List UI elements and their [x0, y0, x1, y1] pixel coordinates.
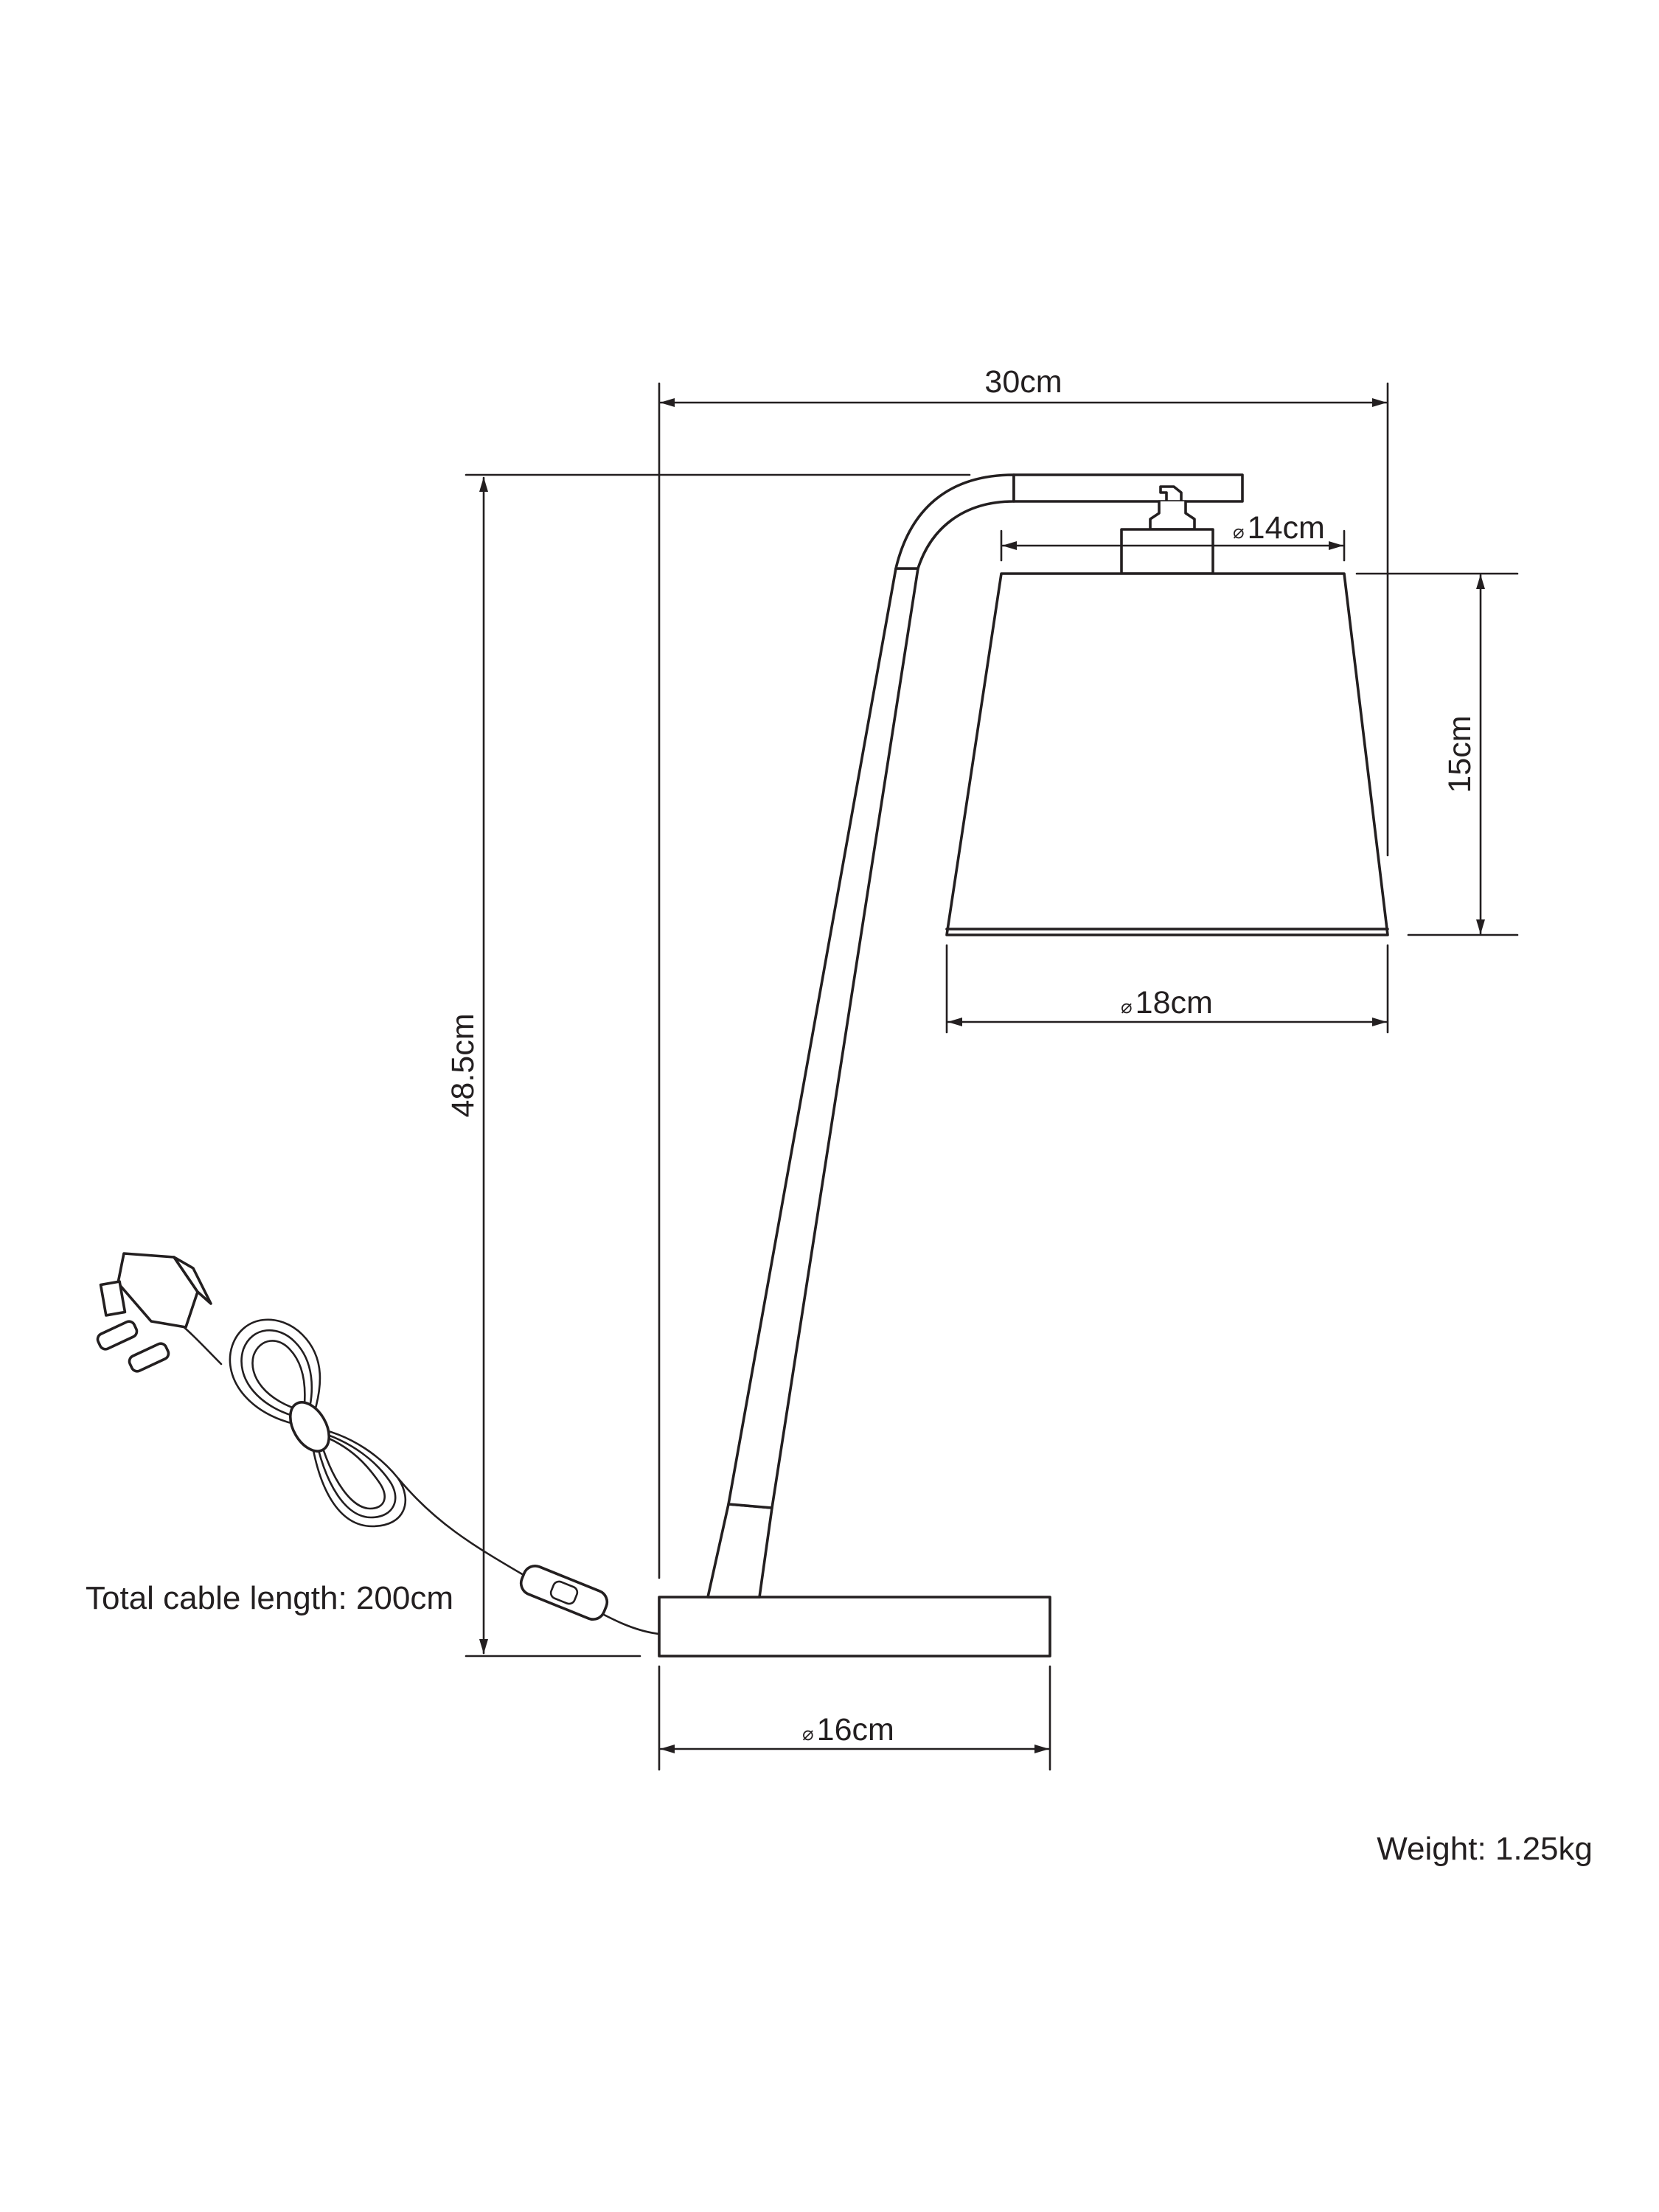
- lamp-arm-sleeve: [706, 1503, 773, 1599]
- label-base: ⌀16cm: [802, 1712, 894, 1747]
- label-height: 48.5cm: [445, 1013, 481, 1117]
- label-shade-height: 15cm: [1442, 715, 1478, 793]
- cable-middle: [397, 1477, 525, 1576]
- uk-plug: [96, 1252, 212, 1373]
- label-weight: Weight: 1.25kg: [1377, 1831, 1593, 1867]
- lamp-fitting-finial: [1159, 485, 1183, 503]
- lamp-shade: [945, 572, 1389, 936]
- diameter-symbol: ⌀: [1233, 521, 1245, 543]
- label-shade-top: ⌀14cm: [1233, 510, 1325, 546]
- label-width: 30cm: [984, 364, 1062, 400]
- cable-assembly: [96, 1252, 661, 1635]
- diameter-symbol: ⌀: [802, 1723, 814, 1745]
- lamp-fitting-stem: [1149, 500, 1196, 531]
- label-shade-bottom: ⌀18cm: [1121, 985, 1213, 1020]
- lamp-arm: [727, 567, 919, 1509]
- lamp-neck: [894, 473, 1015, 570]
- lamp-fitting-holder: [1120, 528, 1214, 575]
- dimension-lines: [465, 382, 1519, 1771]
- diameter-symbol: ⌀: [1121, 996, 1133, 1018]
- dimension-labels: 30cm 48.5cm ⌀14cm 15cm ⌀18cm ⌀16cm Total…: [86, 364, 1593, 1867]
- lamp-base: [658, 1596, 1051, 1658]
- lamp-top-arm: [1012, 473, 1244, 503]
- cable-coil: [229, 1318, 406, 1528]
- inline-switch: [519, 1565, 609, 1621]
- lamp: [658, 473, 1389, 1658]
- label-cable-length: Total cable length: 200cm: [86, 1580, 453, 1616]
